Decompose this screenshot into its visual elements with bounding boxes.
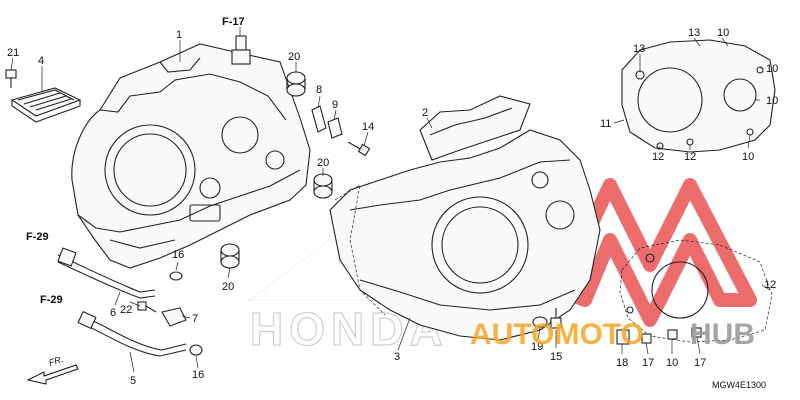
callout-20-bottom: 20 (222, 281, 234, 293)
automotohub-watermark: AUTOMOTO HUB (470, 318, 755, 351)
left-crankcase (71, 43, 311, 269)
washer-16-top (169, 271, 183, 281)
callout-15: 15 (550, 351, 562, 363)
ref-f29-top: F-29 (26, 231, 49, 243)
callout-18: 18 (616, 357, 628, 369)
ref-f29-bottom: F-29 (40, 294, 63, 306)
callout-10-right-2: 10 (766, 95, 778, 107)
callout-13-top: 13 (688, 27, 700, 39)
watermark-triangle-logo (553, 178, 757, 327)
bolt-10-bottom (667, 329, 678, 340)
bolt-17-right (691, 327, 702, 338)
callout-16-bottom: 16 (192, 369, 204, 381)
dowel-pin-18 (616, 329, 630, 345)
callout-11: 11 (600, 118, 611, 130)
strainer-screen (10, 87, 82, 123)
reference-labels: F-17 F-29 F-29 (26, 16, 245, 306)
callout-6: 6 (110, 307, 116, 319)
callout-8: 8 (316, 84, 322, 96)
callout-19: 19 (531, 341, 543, 353)
bolt-21 (5, 69, 17, 88)
callout-10-top: 10 (717, 27, 729, 39)
callout-17-right: 17 (694, 357, 706, 369)
front-direction-arrow: FR. (26, 354, 79, 385)
callout-3: 3 (394, 351, 400, 363)
callout-13-left: 13 (633, 43, 645, 55)
bolt-15 (550, 308, 562, 329)
callout-2: 2 (422, 107, 428, 119)
callout-1: 1 (176, 29, 182, 41)
callout-20-top: 20 (288, 51, 300, 63)
dowel-pin-20-top (286, 71, 306, 97)
right-crankcase (329, 129, 601, 341)
callout-12-mid: 12 (684, 151, 696, 163)
callout-4: 4 (38, 55, 44, 67)
crankcase-gasket (419, 95, 531, 161)
ref-f17: F-17 (222, 16, 245, 28)
callout-7: 7 (192, 313, 198, 325)
clamp-9 (327, 117, 343, 139)
dowel-pin-20-mid (313, 173, 333, 199)
callout-21: 21 (7, 47, 19, 59)
callout-10-bottom-right: 10 (742, 151, 754, 163)
breather-fitting (231, 35, 251, 65)
diagram-code: MGW4E1300 (712, 380, 766, 390)
callout-10-right-1: 10 (766, 63, 778, 75)
cover-gasket (619, 239, 773, 343)
callout-5: 5 (130, 375, 136, 387)
callout-13-gasket: 12 (764, 279, 776, 291)
bracket-8 (311, 105, 327, 133)
callout-12-left: 12 (652, 151, 664, 163)
callout-22: 22 (120, 304, 132, 316)
callout-16-top: 16 (172, 249, 184, 261)
watermark-automoto: AUTOMOTO (470, 318, 644, 351)
leader-lines (10, 27, 771, 373)
hose-6 (57, 247, 156, 299)
dowel-pin-20-bottom (220, 243, 240, 269)
callout-14: 14 (362, 121, 374, 133)
bolt-14 (347, 141, 371, 157)
gasket-outline-left (334, 184, 386, 316)
callout-20-mid: 20 (317, 157, 329, 169)
bolt-22 (137, 301, 157, 313)
front-arrow-label: FR. (48, 354, 65, 368)
washer-16-bottom (189, 344, 203, 356)
clamp-7 (161, 307, 187, 327)
callout-labels: 1 4 21 20 8 9 14 20 20 2 3 7 22 6 16 5 1… (7, 27, 778, 387)
callout-10-gasket: 10 (666, 357, 678, 369)
bolt-17-left (641, 333, 652, 344)
crankcase-cover (621, 39, 776, 153)
callout-9: 9 (332, 99, 338, 111)
hose-5 (77, 310, 187, 357)
callout-17-left: 17 (642, 357, 654, 369)
watermark-hub: HUB (690, 318, 755, 351)
